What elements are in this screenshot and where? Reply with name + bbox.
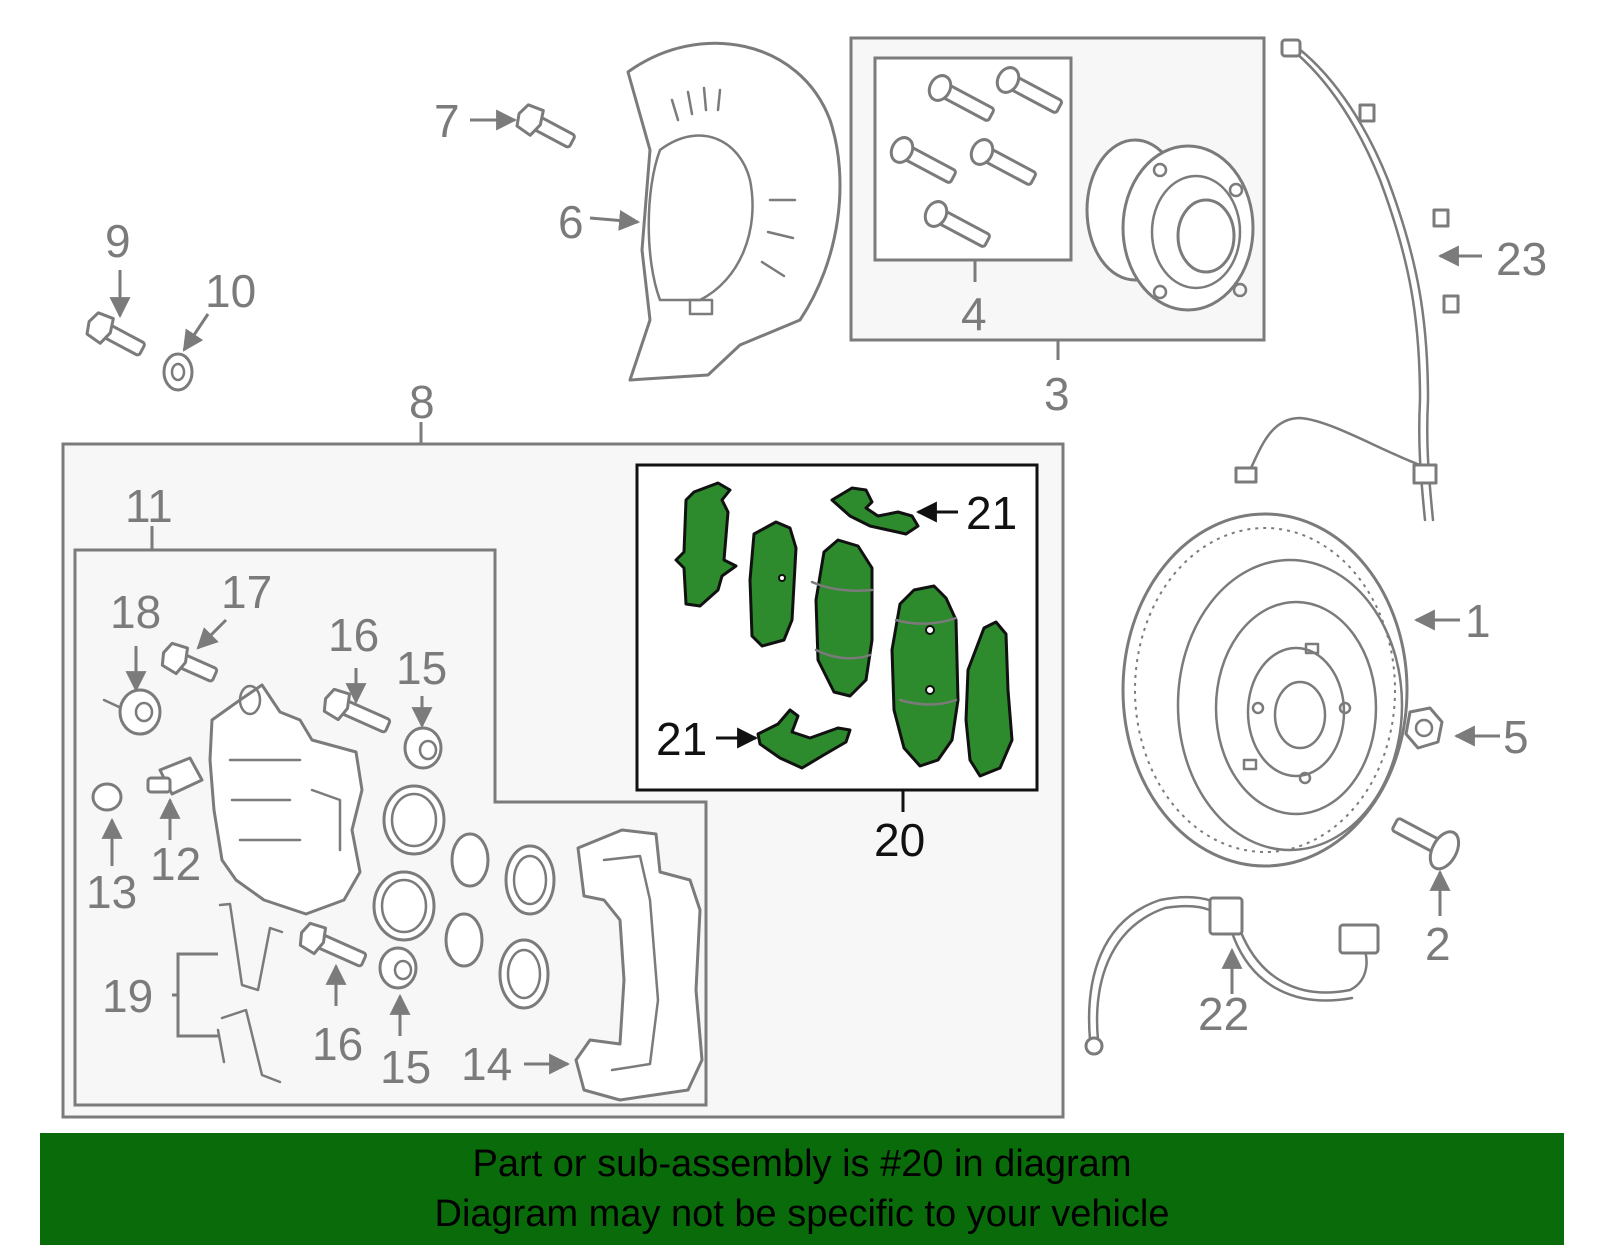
- callout-19: 19: [102, 970, 153, 1022]
- info-banner: Part or sub-assembly is #20 in diagram D…: [40, 1133, 1564, 1245]
- callout-9: 9: [105, 215, 131, 267]
- pad-shim-right: [964, 620, 1014, 778]
- callout-7: 7: [434, 95, 460, 147]
- callout-16-lower: 16: [312, 1018, 363, 1070]
- brake-dust-shield: [626, 41, 842, 382]
- callout-21-upper: 21: [966, 487, 1017, 539]
- callout-16-upper: 16: [328, 609, 379, 661]
- caliper-bracket: [574, 828, 704, 1102]
- callout-11: 11: [125, 480, 173, 532]
- callout-17: 17: [221, 566, 272, 618]
- lug-nut: [1404, 706, 1444, 750]
- wheel-speed-sensor: [1084, 895, 1380, 1056]
- dust-cap: [91, 782, 123, 812]
- callout-21-lower: 21: [656, 713, 707, 765]
- anti-rattle-springs: [216, 902, 284, 1084]
- caliper-pistons: [372, 784, 556, 1010]
- callout-4: 4: [961, 288, 987, 340]
- shield-bolt: [515, 103, 576, 149]
- pad-shim-left: [674, 481, 738, 608]
- brake-rotor: [1121, 512, 1409, 868]
- abs-sensor-harness: [1234, 38, 1460, 522]
- callout-5: 5: [1503, 711, 1529, 763]
- brake-pad-inner-right: [890, 584, 960, 768]
- callout-8: 8: [409, 376, 435, 428]
- callout-2: 2: [1425, 918, 1451, 970]
- banner-line-disclaimer: Diagram may not be specific to your vehi…: [434, 1193, 1170, 1235]
- callout-20: 20: [874, 814, 925, 866]
- bolt-9: [85, 311, 146, 357]
- guide-bolt-upper: [322, 687, 392, 734]
- callout-14: 14: [461, 1038, 512, 1090]
- caliper-bolt-17: [160, 641, 219, 683]
- callout-3: 3: [1044, 368, 1070, 420]
- wheel-hub: [1085, 138, 1255, 312]
- callout-22: 22: [1198, 988, 1249, 1040]
- callout-15-upper: 15: [396, 642, 447, 694]
- pad-clip-lower: [756, 708, 852, 770]
- callout-10: 10: [205, 265, 256, 317]
- callout-15-lower: 15: [380, 1041, 431, 1093]
- callout-1: 1: [1465, 595, 1491, 647]
- callout-18: 18: [110, 586, 161, 638]
- washer-10: [162, 352, 194, 392]
- banner-line-part: Part or sub-assembly is #20 in diagram: [472, 1143, 1132, 1185]
- callout-6: 6: [558, 196, 584, 248]
- guide-boot-lower: [378, 946, 418, 990]
- wheel-stud: [1391, 817, 1461, 871]
- brake-pad-kit: [674, 481, 1014, 778]
- brake-pad-outer-left: [748, 520, 798, 648]
- caliper-housing: [208, 683, 364, 916]
- guide-bolt-lower: [298, 921, 368, 968]
- callout-13: 13: [86, 866, 137, 918]
- hub-bolt-set: [889, 66, 1063, 248]
- pad-clip-upper: [830, 486, 920, 536]
- callout-23: 23: [1496, 233, 1547, 285]
- bleeder-screw: [102, 688, 162, 736]
- callout-12: 12: [150, 838, 201, 890]
- guide-boot-upper: [403, 726, 443, 770]
- brake-pad-inner-left: [814, 538, 874, 698]
- caliper-part-12: [146, 756, 204, 796]
